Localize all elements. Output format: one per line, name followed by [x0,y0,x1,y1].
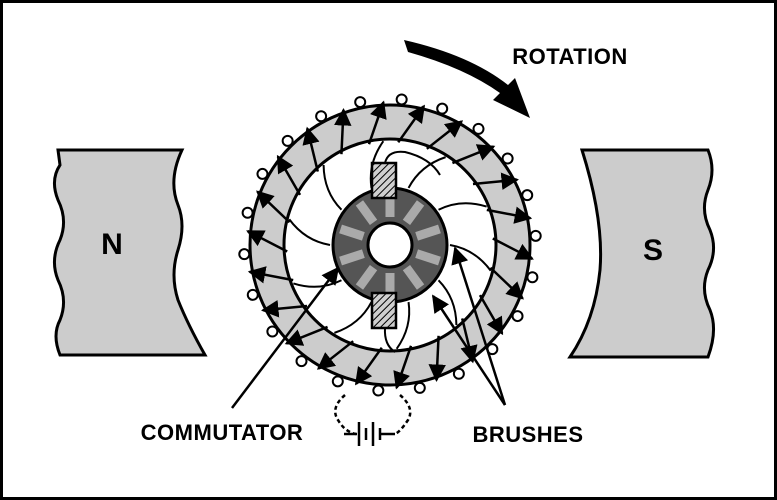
winding-conductor [276,154,302,196]
winding-conductor [393,345,413,390]
winding-conductor [261,300,308,318]
winding-conductor [367,100,387,145]
coil-loop [238,248,251,261]
winding-conductor [334,108,352,155]
coil-loop [246,288,259,301]
brushes-label: BRUSHES [472,422,583,447]
commutator-lead [322,164,343,211]
armature-windings [238,93,542,397]
commutator-lead [407,156,446,189]
coil-loop [472,122,485,135]
commutator-leads [288,140,492,350]
winding-conductor [489,266,524,300]
commutator-segment [402,200,425,225]
winding-conductor [426,120,464,150]
coil-loop [281,134,294,147]
winding-conductor [354,346,383,386]
coil-loop [521,189,534,202]
commutator-pointer [231,266,340,409]
coil-loop [372,384,385,397]
south-pole-piece [567,148,715,359]
winding-conductor [451,144,496,165]
coil-loop [395,93,408,106]
commutator-segment [339,224,365,241]
coil-loop [266,325,279,338]
coil-loop [241,206,254,219]
winding-conductor [492,237,534,260]
coil-loop [295,355,308,368]
coil-loop [256,167,269,180]
winding-conductor [302,126,320,172]
coil-loop [436,102,449,115]
bottom-brush-lead [383,327,396,353]
north-pole-piece [53,148,208,357]
coil-loop [331,375,344,388]
commutator-lead [438,202,487,211]
north-pole-label: N [101,228,123,261]
coil-loop [501,152,514,165]
commutator-segment [415,224,441,241]
commutator-label: COMMUTATOR [141,420,304,445]
commutator-segment [355,200,378,225]
top-brush [370,161,398,200]
commutator-segment [415,249,441,266]
bottom-brush [370,291,398,330]
commutator-lead [449,244,492,272]
winding-conductor [428,335,446,382]
rotation-label: ROTATION [512,44,628,69]
winding-conductor [284,325,329,346]
top-brush-lead [384,150,441,176]
winding-conductor [478,294,504,336]
commutator [331,186,449,304]
commutator-lead [334,301,373,334]
coil-loop [354,96,367,109]
winding-conductor [316,340,354,370]
brushes-pointer-upper [451,246,507,406]
winding-conductor [397,104,426,144]
rotation-arrow [404,40,530,118]
battery-symbol [333,394,412,446]
shaft [366,221,414,269]
commutator-segment [402,265,425,290]
winding-conductor [486,206,533,224]
coil-loop [315,110,328,123]
coil-loop [511,310,524,323]
commutator-segment [339,249,365,266]
winding-conductor [247,266,294,284]
commutator-segment [355,265,378,290]
commutator-lead [288,218,331,246]
winding-conductor [472,172,519,190]
commutator-lead [437,279,458,326]
coil-loop [529,229,542,242]
winding-conductor [246,230,288,253]
coil-loop [413,381,426,394]
south-pole-label: S [643,234,663,267]
commutator-lead [395,301,411,350]
brushes-pointer-lower [431,294,507,406]
winding-conductor [256,190,291,224]
coil-loop [452,367,465,380]
coil-loop [526,271,539,284]
